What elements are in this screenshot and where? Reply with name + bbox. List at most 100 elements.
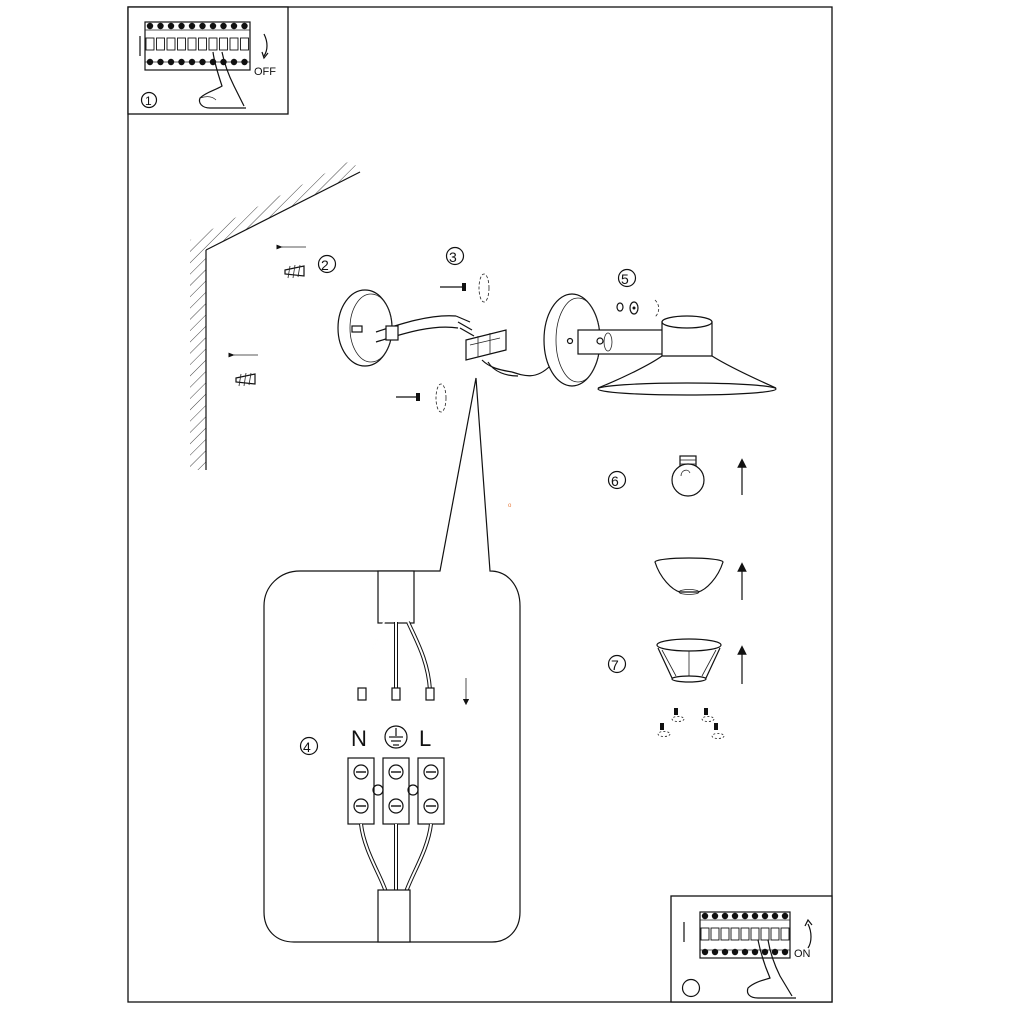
step-7-circle xyxy=(607,654,627,674)
step-2-circle xyxy=(317,254,337,274)
screws: 3 xyxy=(396,246,490,413)
breaker-switch xyxy=(177,37,186,51)
breaker-screw xyxy=(167,22,175,30)
switch-off-panel: OFF 1 xyxy=(127,6,289,115)
breaker-screw xyxy=(188,22,196,30)
final-step-circle xyxy=(681,978,701,998)
step-4-label: 4 xyxy=(303,739,311,755)
wires-top xyxy=(357,621,435,701)
breaker-screw xyxy=(751,948,759,956)
breaker-switch xyxy=(750,927,760,941)
step-4-circle xyxy=(299,736,319,756)
screw-top-icon xyxy=(440,273,490,303)
breaker-screw xyxy=(761,948,769,956)
breaker-switch xyxy=(208,37,218,51)
live-label: L xyxy=(419,726,431,751)
terminal-block xyxy=(347,757,445,825)
breaker-screw xyxy=(781,948,789,956)
step-1-circle xyxy=(140,91,158,109)
step-2-label: 2 xyxy=(321,257,329,273)
breaker-switch xyxy=(770,927,780,941)
breaker-screw xyxy=(199,22,206,30)
breaker-screw xyxy=(761,912,769,920)
breaker-switch xyxy=(240,37,249,51)
step-3-circle xyxy=(445,246,465,266)
breaker-switch xyxy=(720,927,730,941)
breaker-switch xyxy=(198,37,207,51)
breaker-screw xyxy=(178,58,185,66)
anchor-top-icon xyxy=(284,264,305,279)
breaker-screw xyxy=(157,22,164,30)
wall-anchors: 2 xyxy=(228,244,337,387)
breaker-screw xyxy=(199,58,206,66)
breaker-screw xyxy=(146,22,154,30)
lamp-screw-icon xyxy=(616,299,660,318)
step-7-label: 7 xyxy=(611,657,619,673)
cage-guard-icon xyxy=(656,638,722,683)
step-3-label: 3 xyxy=(449,249,457,265)
step-5-label: 5 xyxy=(621,271,629,287)
ground-symbol-icon xyxy=(384,725,408,749)
breaker-screw xyxy=(167,58,175,66)
breaker-screw xyxy=(741,948,749,956)
breaker-screw xyxy=(230,58,238,66)
breaker-screw xyxy=(241,22,248,30)
screw-bottom-icon xyxy=(396,383,447,413)
breaker-switch xyxy=(760,927,770,941)
breaker-switch xyxy=(740,927,750,941)
breaker-switch xyxy=(710,927,720,941)
hand-icon xyxy=(198,51,246,109)
off-label: OFF xyxy=(254,66,276,78)
page-frame xyxy=(127,6,833,1003)
breaker-screw xyxy=(209,22,217,30)
breaker-screw xyxy=(220,22,227,30)
mounting-plate xyxy=(337,289,459,367)
breaker-box-off-icon xyxy=(139,21,251,71)
breaker-switch xyxy=(145,37,155,51)
breaker-screw xyxy=(146,58,154,66)
switch-on-arrow-icon xyxy=(807,923,812,949)
breaker-screw xyxy=(771,948,779,956)
bulb-step: 6 xyxy=(607,455,747,497)
anchor-bottom-icon xyxy=(235,372,256,387)
breaker-switch xyxy=(229,37,239,51)
breaker-switch xyxy=(156,37,165,51)
step-6-label: 6 xyxy=(611,473,619,489)
wall-hatching xyxy=(190,160,361,470)
connector-block-small xyxy=(455,315,551,377)
wires-bottom xyxy=(359,823,433,893)
breaker-screw xyxy=(157,58,164,66)
lamp-shade-icon xyxy=(597,315,777,396)
breaker-screw xyxy=(751,912,759,920)
breaker-switch xyxy=(700,927,710,941)
small-screws-icon xyxy=(657,708,725,739)
step-5-circle xyxy=(617,268,637,288)
breaker-screw xyxy=(731,948,739,956)
hand-on-icon xyxy=(746,939,796,999)
neutral-label: N xyxy=(351,726,367,751)
breaker-screw xyxy=(230,22,238,30)
breaker-screw xyxy=(701,948,709,956)
breaker-screw xyxy=(241,58,248,66)
breaker-screw xyxy=(701,912,709,920)
breaker-switch xyxy=(219,37,228,51)
breaker-screw xyxy=(721,948,729,956)
breaker-screw xyxy=(711,912,719,920)
diffuser-bowl-icon xyxy=(654,557,724,595)
step-1-label: 1 xyxy=(145,94,152,108)
breaker-screw xyxy=(771,912,779,920)
switch-arrow-icon xyxy=(263,33,268,57)
bulb-icon xyxy=(671,455,705,497)
breaker-screw xyxy=(178,22,185,30)
breaker-screw xyxy=(188,58,196,66)
breaker-screw xyxy=(711,948,719,956)
switch-on-panel: ON xyxy=(670,895,833,1003)
breaker-screw xyxy=(781,912,789,920)
accent-mark: o xyxy=(508,503,512,509)
breaker-switch xyxy=(780,927,790,941)
on-label: ON xyxy=(794,948,811,960)
lamp-fixture: 5 xyxy=(543,268,777,396)
wiring-detail-callout: 4 N L xyxy=(263,377,521,943)
breaker-switch xyxy=(166,37,176,51)
